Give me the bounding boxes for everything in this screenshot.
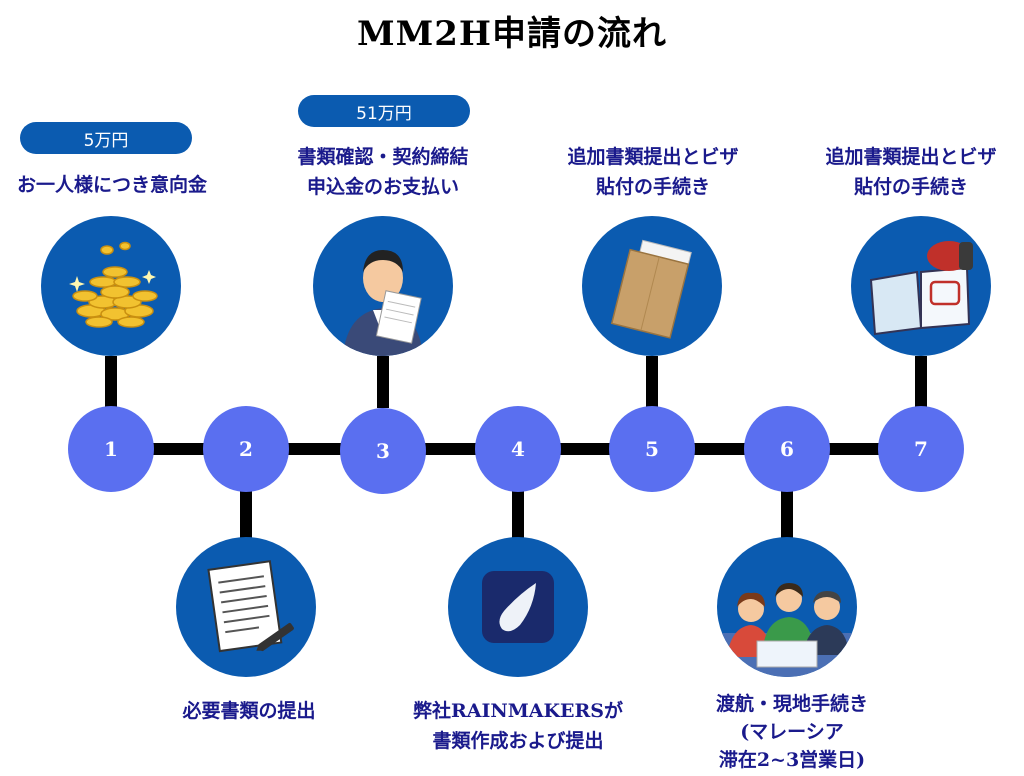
- step-label-2: 必要書類の提出: [136, 696, 362, 726]
- step-node-4: 4: [475, 406, 561, 492]
- step-5-line-2: 貼付の手続き: [595, 176, 710, 198]
- envelope-icon: [582, 216, 722, 356]
- connector-2: [240, 490, 252, 542]
- document-pen-icon: [176, 537, 316, 677]
- step-2-line-1: 必要書類の提出: [182, 700, 316, 722]
- connector-7: [915, 356, 927, 408]
- step-6-line-2: (マレーシア: [740, 721, 844, 743]
- rainmakers-logo-icon: [448, 537, 588, 677]
- connector-4: [512, 490, 524, 542]
- step-7-line-1: 追加書類提出とビザ: [825, 146, 997, 168]
- price-pill-3: 51万円: [298, 95, 470, 127]
- connector-6: [781, 490, 793, 542]
- step-7-line-2: 貼付の手続き: [853, 176, 968, 198]
- step-label-1: お一人様につき意向金: [0, 170, 224, 200]
- step-6-line-1: 渡航・現地手続き: [715, 693, 868, 715]
- step-node-1: 1: [68, 406, 154, 492]
- meeting-people-icon: [717, 537, 857, 677]
- step-node-2: 2: [203, 406, 289, 492]
- page-title: MM2H申請の流れ: [356, 14, 668, 54]
- step-6-line-3: 滞在2~3営業日): [718, 749, 866, 771]
- passport-stamp-icon: [851, 216, 991, 356]
- connector-1: [105, 356, 117, 408]
- step-node-5: 5: [609, 406, 695, 492]
- businessman-reading-icon: [313, 216, 453, 356]
- step-4-line-2: 書類作成および提出: [432, 730, 604, 752]
- step-label-5: 追加書類提出とビザ 貼付の手続き: [540, 142, 766, 202]
- coins-icon: [41, 216, 181, 356]
- step-label-4: 弊社RAINMAKERSが 書類作成および提出: [398, 696, 638, 756]
- connector-3: [377, 356, 389, 408]
- step-label-3: 書類確認・契約締結 申込金のお支払い: [270, 142, 496, 202]
- connector-5: [646, 356, 658, 408]
- step-label-6: 渡航・現地手続き (マレーシア 滞在2~3営業日): [680, 690, 904, 774]
- step-5-line-1: 追加書類提出とビザ: [567, 146, 739, 168]
- price-pill-1: 5万円: [20, 122, 192, 154]
- step-node-6: 6: [744, 406, 830, 492]
- step-label-7: 追加書類提出とビザ 貼付の手続き: [798, 142, 1024, 202]
- step-node-7: 7: [878, 406, 964, 492]
- step-3-line-2: 申込金のお支払い: [306, 176, 459, 198]
- step-3-line-1: 書類確認・契約締結: [297, 146, 469, 168]
- step-4-line-1: 弊社RAINMAKERSが: [412, 700, 624, 722]
- step-node-3: 3: [340, 408, 426, 494]
- step-1-line-1: お一人様につき意向金: [16, 174, 207, 196]
